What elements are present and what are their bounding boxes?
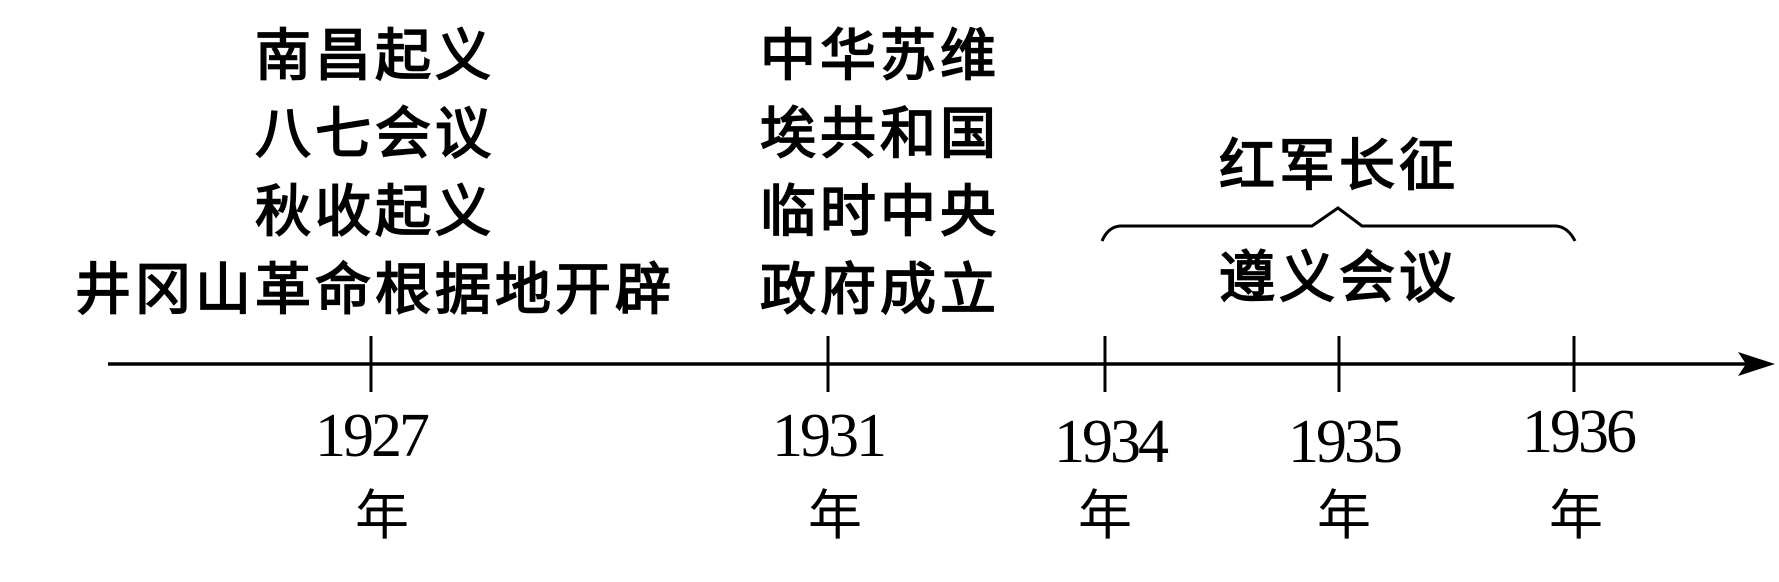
year-label-1934: 1934: [1054, 408, 1169, 476]
year-label-1936: 1936: [1522, 398, 1637, 466]
year-unit-1935: 年: [1317, 484, 1371, 547]
year-label-1927: 1927: [315, 402, 430, 470]
long-march-label: 红军长征: [1219, 134, 1459, 199]
events-1927: 南昌起义 八七会议 秋收起义 井冈山革命根据地开辟: [40, 18, 710, 330]
event-jinggangshan-base: 井冈山革命根据地开辟: [75, 258, 675, 323]
events-1931: 中华苏维 埃共和国 临时中央 政府成立: [735, 18, 1025, 330]
event-1931-line3: 临时中央: [760, 180, 1000, 245]
year-unit-1934: 年: [1078, 484, 1132, 547]
arrow-head-icon: [1738, 352, 1775, 376]
event-1931-line1: 中华苏维: [760, 24, 1000, 89]
year-label-1935: 1935: [1288, 408, 1403, 476]
year-label-1931: 1931: [772, 402, 887, 470]
event-1931-line4: 政府成立: [760, 258, 1000, 323]
long-march-brace: [1100, 206, 1577, 242]
event-nanchang-uprising: 南昌起义: [255, 24, 495, 89]
event-1931-line2: 埃共和国: [760, 102, 1000, 167]
event-august-7-meeting: 八七会议: [255, 102, 495, 167]
event-autumn-harvest-uprising: 秋收起义: [255, 180, 495, 245]
event-zunyi-meeting: 遵义会议: [1219, 246, 1459, 311]
year-unit-1927: 年: [355, 484, 409, 547]
year-unit-1936: 年: [1549, 484, 1603, 547]
year-unit-1931: 年: [808, 484, 862, 547]
